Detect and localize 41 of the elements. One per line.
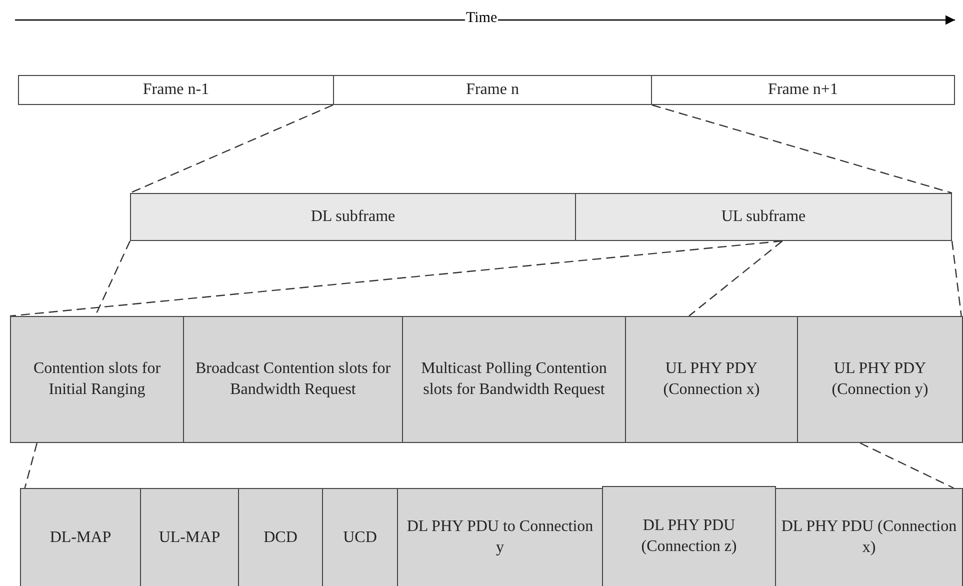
slot-box: [20, 488, 141, 586]
dashed-line: [860, 442, 954, 489]
slot-box: [322, 488, 398, 586]
node-label: UL PHY PDY (Connection x): [662, 358, 761, 400]
node-label: UL PHY PDY (Connection y): [830, 358, 930, 400]
node-label: Frame n+1: [767, 80, 839, 100]
node-label: Broadcast Contention slots for Bandwidth Request: [194, 358, 392, 400]
slot-box: [140, 488, 239, 586]
node-label: Multicast Polling Contention slots for Bandwidth Request: [420, 358, 608, 400]
subframe-box: [575, 193, 952, 241]
node-label: DL-MAP: [48, 528, 112, 548]
node-label: UL subframe: [720, 206, 807, 227]
slot-box: [10, 316, 184, 443]
node-label: DL subframe: [310, 206, 396, 227]
node-label: UL-MAP: [158, 528, 222, 548]
slot-box: [397, 488, 603, 586]
dashed-line: [10, 240, 782, 317]
node-label: Frame n-1: [142, 80, 210, 100]
slot-box: [797, 316, 963, 443]
node-label: DL PHY PDU to Connection y: [406, 517, 594, 558]
node-label: DCD: [262, 528, 298, 548]
subframe-box: [130, 193, 576, 241]
dashed-line: [652, 104, 952, 194]
slot-box: [625, 316, 798, 443]
slot-box: [402, 316, 626, 443]
node-label: Frame n: [465, 80, 520, 100]
node-label: DL PHY PDU (Connection z): [640, 516, 738, 557]
dashed-line: [24, 442, 38, 488]
frame-box: [651, 75, 955, 105]
dashed-line: [688, 240, 783, 316]
node-label: DL PHY PDU (Connection x): [780, 517, 958, 558]
node-label: UCD: [342, 528, 378, 548]
frame-box: [18, 75, 334, 105]
slot-box: [602, 486, 776, 586]
slot-box: [238, 488, 323, 586]
node-label: Contention slots for Initial Ranging: [32, 358, 162, 400]
slot-box: [183, 316, 403, 443]
dashed-line: [130, 104, 334, 194]
dashed-line: [951, 240, 962, 316]
slot-box: [775, 488, 963, 586]
frame-box: [333, 75, 652, 105]
